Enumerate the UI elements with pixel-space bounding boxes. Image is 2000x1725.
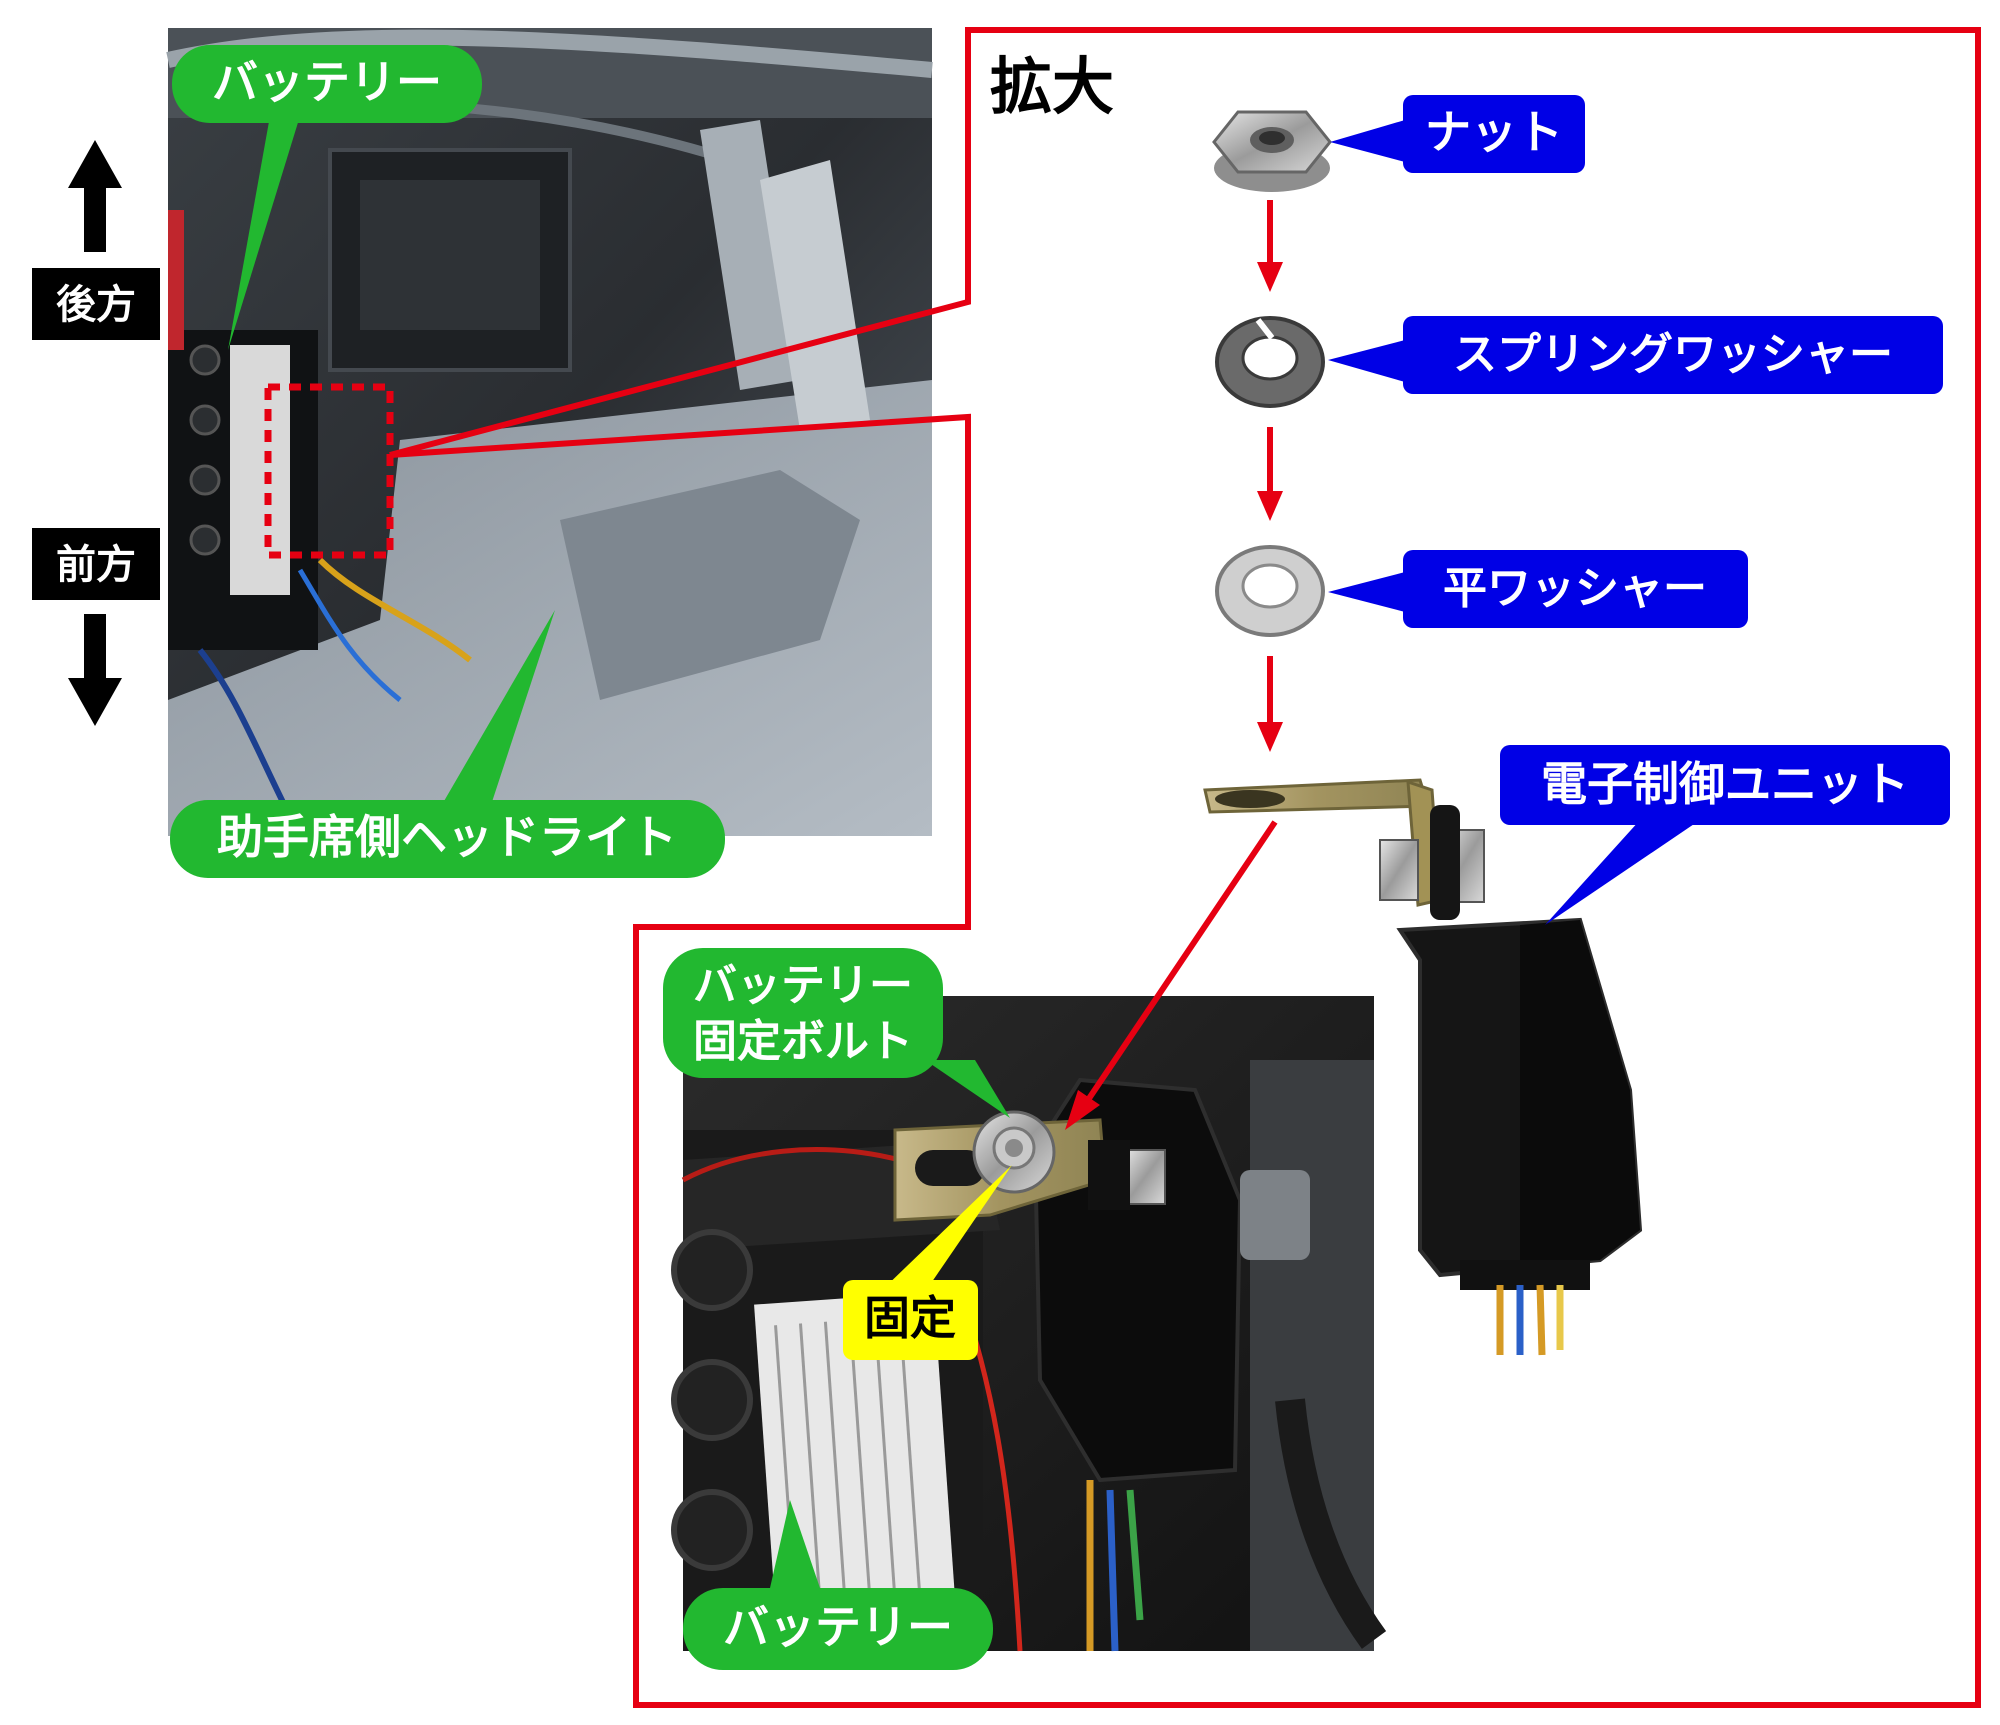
nut-part (1212, 110, 1332, 192)
arrow-down-icon (68, 614, 122, 726)
detail-battery-label: バッテリー (723, 1600, 953, 1654)
flat-washer-part (1215, 545, 1325, 637)
rear-label: 後方 (56, 282, 136, 328)
zoom-panel-frame (389, 27, 1981, 1708)
assembly-arrows (1065, 200, 1283, 1130)
bracket-part (1203, 778, 1485, 920)
fixed-label: 固定 (864, 1291, 956, 1345)
overview-photo (166, 28, 933, 838)
headlight-label: 助手席側ヘッドライト (217, 810, 677, 864)
spring-washer-part (1215, 316, 1325, 408)
front-label: 前方 (56, 542, 136, 588)
nut-label: ナット (1425, 105, 1563, 159)
overview-battery-callout: バッテリー (172, 45, 482, 350)
flat-washer-callout: 平ワッシャー (1328, 550, 1748, 628)
ecu-label: 電子制御ユニット (1541, 757, 1909, 811)
bolt-label-line2: 固定ボルト (693, 1016, 913, 1067)
exploded-parts (1203, 110, 1643, 1356)
spring-washer-label: スプリングワッシャー (1453, 329, 1893, 380)
flat-washer-label: 平ワッシャー (1443, 563, 1707, 614)
overview-battery-label: バッテリー (212, 55, 442, 109)
zoom-title: 拡大 (990, 50, 1114, 123)
bolt-label-line1: バッテリー (693, 960, 913, 1011)
ecu-part (1396, 917, 1643, 1356)
fixed-callout: 固定 (843, 1165, 1012, 1360)
arrow-up-icon (68, 140, 122, 252)
bolt-callout: バッテリー 固定ボルト (663, 948, 1010, 1118)
ecu-callout: 電子制御ユニット (1500, 745, 1950, 925)
spring-washer-callout: スプリングワッシャー (1328, 316, 1943, 394)
detail-battery-callout: バッテリー (683, 1500, 993, 1670)
direction-indicator: 後方 前方 (32, 140, 160, 726)
nut-callout: ナット (1330, 95, 1585, 173)
headlight-callout: 助手席側ヘッドライト (170, 610, 725, 878)
